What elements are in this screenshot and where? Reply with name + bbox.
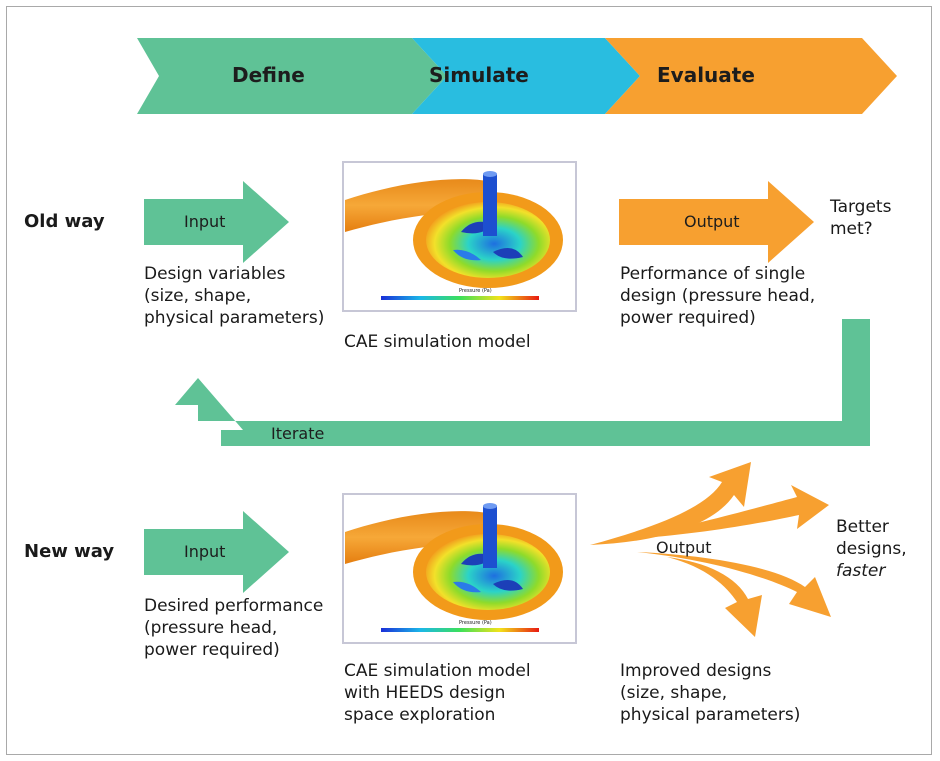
- new-way-label: New way: [24, 541, 115, 562]
- stage-define-chevron: [137, 38, 447, 114]
- stage-evaluate-chevron: [605, 38, 897, 114]
- new-input-description: Desired performance (pressure head, powe…: [144, 596, 324, 660]
- stage-evaluate-label: Evaluate: [657, 63, 755, 87]
- old-model-caption: CAE simulation model: [344, 332, 531, 352]
- new-output-arrow-label: Output: [656, 538, 712, 557]
- better-designs-label: Better designs,: [836, 517, 907, 559]
- svg-text:Pressure (Pa): Pressure (Pa): [459, 288, 492, 294]
- simulation-model-image-new: Pressure (Pa): [342, 493, 577, 644]
- iterate-loop-arrow: [175, 319, 870, 446]
- new-model-caption: CAE simulation model with HEEDS design s…: [344, 661, 531, 725]
- faster-label: faster: [836, 561, 886, 581]
- iterate-label: Iterate: [271, 424, 325, 443]
- stage-simulate-chevron: [412, 38, 640, 114]
- old-way-label: Old way: [24, 211, 105, 232]
- old-input-arrow-label: Input: [184, 212, 226, 231]
- new-output-branching-arrows: [590, 462, 831, 637]
- targets-met-label: Targets met?: [830, 197, 892, 239]
- diagram-graphics: Pressure (Pa) Pressure (Pa): [137, 38, 897, 644]
- old-output-arrow-label: Output: [684, 212, 740, 231]
- stage-define-label: Define: [232, 63, 305, 87]
- simulation-model-image-old: Pressure (Pa): [342, 161, 577, 312]
- old-input-arrow: [144, 181, 289, 263]
- old-input-description: Design variables (size, shape, physical …: [144, 264, 325, 328]
- svg-text:Pressure (Pa): Pressure (Pa): [459, 620, 492, 626]
- stage-simulate-label: Simulate: [429, 63, 529, 87]
- old-output-arrow: [619, 181, 814, 263]
- new-input-arrow: [144, 511, 289, 593]
- old-output-description: Performance of single design (pressure h…: [620, 264, 816, 328]
- new-input-arrow-label: Input: [184, 542, 226, 561]
- new-output-description: Improved designs (size, shape, physical …: [620, 661, 801, 725]
- diagram-frame: Pressure (Pa) Pressure (Pa) Define Simul…: [6, 6, 932, 755]
